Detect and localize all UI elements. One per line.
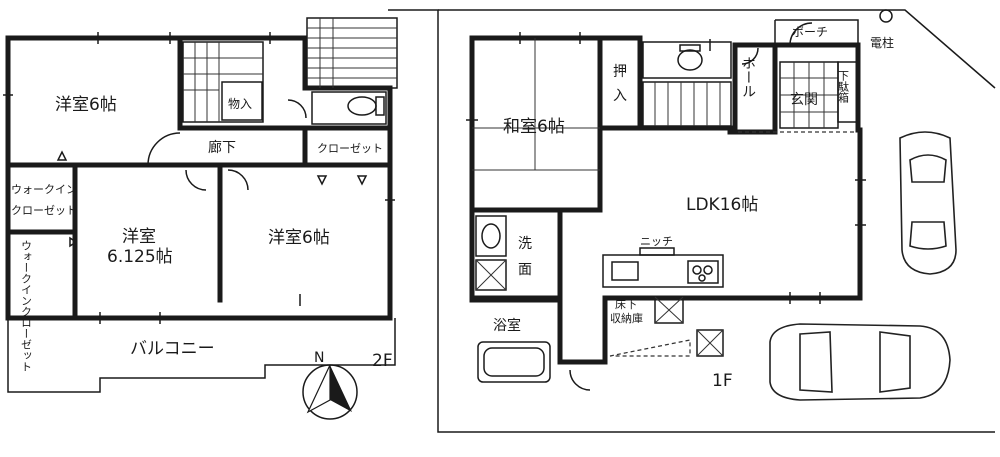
room-label-oshiire-1: 押 — [613, 64, 627, 80]
stairs-2f-internal — [182, 41, 264, 123]
room-label-walkin-top-2: クローゼット — [11, 204, 77, 217]
room-label-entrance: 玄関 — [790, 91, 818, 108]
balcony-outline — [7, 318, 396, 393]
compass — [302, 364, 358, 420]
floor-2-plan: 洋室6帖 物入 廊下 クローゼット ウォークイン クローゼット 洋室 6.125… — [3, 17, 398, 420]
room-label-ldk: LDK16帖 — [686, 195, 758, 215]
toilet-2f — [311, 91, 387, 125]
stairs-1f — [642, 81, 732, 127]
room-label-underfloor-2: 収納庫 — [610, 311, 643, 325]
site-boundary — [388, 9, 996, 433]
room-label-western-nw: 洋室6帖 — [55, 95, 117, 115]
door-arc — [789, 22, 813, 46]
floor-label-1f: 1F — [712, 371, 733, 391]
stairs-2f-top — [306, 17, 398, 89]
door-arc — [569, 369, 591, 391]
car-bottom — [769, 323, 951, 401]
room-label-western-center-2: 6.125帖 — [107, 247, 173, 267]
room-label-shoe-box: 下駄箱 — [837, 70, 850, 104]
room-label-porch: ポーチ — [792, 25, 828, 39]
car-top — [899, 131, 957, 275]
room-label-underfloor-1: 床下 — [615, 297, 637, 311]
door-arc — [287, 99, 307, 119]
room-label-storage: 物入 — [228, 97, 252, 111]
bathtub — [477, 341, 551, 383]
tatami-lines — [472, 38, 600, 171]
room-label-bathroom: 浴室 — [493, 317, 521, 334]
door-arc — [741, 47, 759, 65]
door-arc — [185, 169, 207, 191]
room-label-walkin-side: ウォークインクローゼット — [20, 240, 33, 372]
room-label-western-center-1: 洋室 — [122, 227, 156, 247]
kitchen-counter — [602, 247, 724, 357]
floor-label-2f: 2F — [372, 351, 393, 371]
room-label-oshiire-2: 入 — [613, 88, 627, 104]
room-label-wash-2: 面 — [518, 262, 532, 278]
utility-pole-label: 電柱 — [870, 35, 894, 50]
toilet-1f — [642, 41, 732, 79]
room-label-japanese: 和室6帖 — [503, 117, 565, 137]
room-label-balcony: バルコニー — [130, 339, 215, 359]
room-label-niche: ニッチ — [640, 235, 673, 248]
floor-1-plan: 和室6帖 押 入 ホール ポーチ 電柱 玄関 下駄箱 LDK16帖 洗 面 ニッ… — [466, 9, 957, 401]
room-label-hallway: 廊下 — [208, 139, 236, 156]
utility-pole-icon — [879, 9, 893, 23]
room-label-hall: ホール — [740, 56, 756, 98]
room-label-western-east: 洋室6帖 — [268, 228, 330, 248]
compass-north-label: N — [314, 350, 324, 366]
wash-area — [475, 215, 507, 291]
entrance-tiles — [738, 61, 859, 133]
door-arc — [147, 132, 181, 166]
room-label-closet: クローゼット — [317, 142, 383, 155]
room-label-wash-1: 洗 — [518, 236, 532, 252]
door-arc — [227, 169, 249, 191]
room-label-walkin-top-1: ウォークイン — [11, 183, 77, 196]
